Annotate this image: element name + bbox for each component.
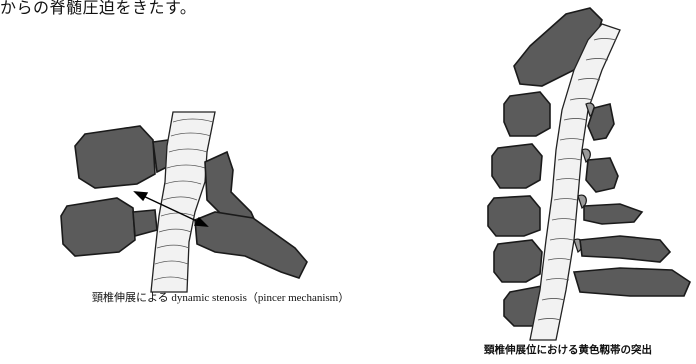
pincer-mechanism-illustration bbox=[55, 112, 315, 292]
upper-vertebral-body bbox=[75, 126, 155, 188]
spinous-process-1 bbox=[584, 204, 642, 224]
spinous-process-2 bbox=[580, 236, 670, 262]
left-figure-caption: 頸椎伸展による dynamic stenosis（pincer mechanis… bbox=[92, 289, 349, 305]
spinous-process-3 bbox=[574, 268, 690, 296]
lower-vertebra-process bbox=[133, 210, 157, 236]
vertebral-body-c4 bbox=[488, 196, 540, 236]
vertebral-body-c2 bbox=[504, 92, 550, 136]
vertebral-body-c5 bbox=[494, 240, 542, 282]
posterior-arch-2 bbox=[586, 158, 618, 192]
posterior-lamina-lower bbox=[195, 212, 307, 278]
right-figure-caption: 頸椎伸展位における黄色靱帯の突出 bbox=[484, 342, 652, 357]
header-text: からの脊髄圧迫をきたす。 bbox=[0, 0, 196, 18]
ligamentum-flavum-illustration bbox=[470, 0, 696, 340]
vertebral-body-c3 bbox=[492, 144, 542, 188]
spinal-cord bbox=[151, 112, 215, 292]
lower-vertebral-body bbox=[61, 198, 135, 256]
